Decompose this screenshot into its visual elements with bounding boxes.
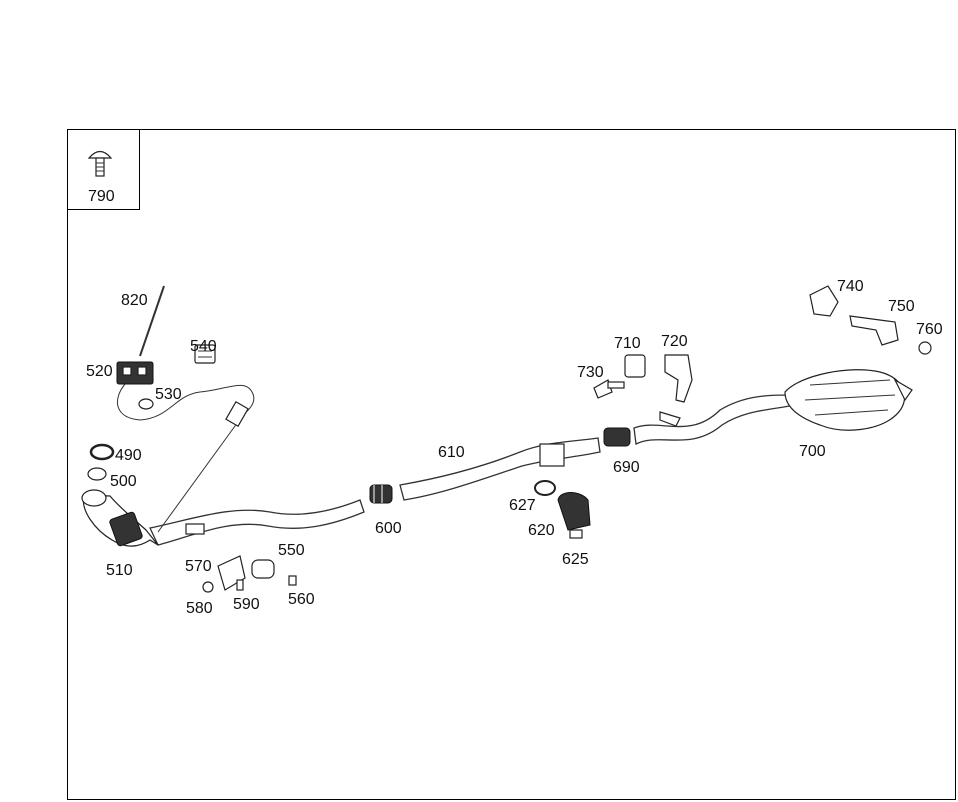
hanger-710-720-730 xyxy=(593,354,693,403)
label-750: 750 xyxy=(888,298,915,315)
label-820: 820 xyxy=(121,292,148,309)
label-700: 700 xyxy=(799,443,826,460)
ring-500 xyxy=(87,467,107,481)
label-560: 560 xyxy=(288,591,315,608)
label-490: 490 xyxy=(115,447,142,464)
label-540: 540 xyxy=(190,338,217,355)
label-530: 530 xyxy=(155,386,182,403)
bolt-790-icon xyxy=(87,150,113,177)
label-590: 590 xyxy=(233,596,260,613)
label-790: 790 xyxy=(88,188,115,205)
clamp-690 xyxy=(603,427,631,447)
hanger-740-750-760 xyxy=(809,285,932,355)
sensor-520 xyxy=(116,285,255,533)
inset-box xyxy=(67,129,140,210)
label-610: 610 xyxy=(438,444,465,461)
label-730: 730 xyxy=(577,364,604,381)
label-620: 620 xyxy=(528,522,555,539)
label-500: 500 xyxy=(110,473,137,490)
label-710: 710 xyxy=(614,335,641,352)
bracket-620 xyxy=(534,480,591,539)
label-720: 720 xyxy=(661,333,688,350)
label-625: 625 xyxy=(562,551,589,568)
label-580: 580 xyxy=(186,600,213,617)
clamp-600 xyxy=(369,484,393,504)
rear-muffler-700 xyxy=(633,369,913,445)
hanger-parts xyxy=(202,555,297,593)
front-pipe-510 xyxy=(81,489,365,547)
label-520: 520 xyxy=(86,363,113,380)
label-510: 510 xyxy=(106,562,133,579)
middle-pipe-610 xyxy=(399,437,601,501)
label-760: 760 xyxy=(916,321,943,338)
diagram-frame xyxy=(67,129,956,800)
ring-490 xyxy=(89,443,115,461)
label-690: 690 xyxy=(613,459,640,476)
label-600: 600 xyxy=(375,520,402,537)
label-550: 550 xyxy=(278,542,305,559)
label-740: 740 xyxy=(837,278,864,295)
label-627: 627 xyxy=(509,497,536,514)
label-570: 570 xyxy=(185,558,212,575)
